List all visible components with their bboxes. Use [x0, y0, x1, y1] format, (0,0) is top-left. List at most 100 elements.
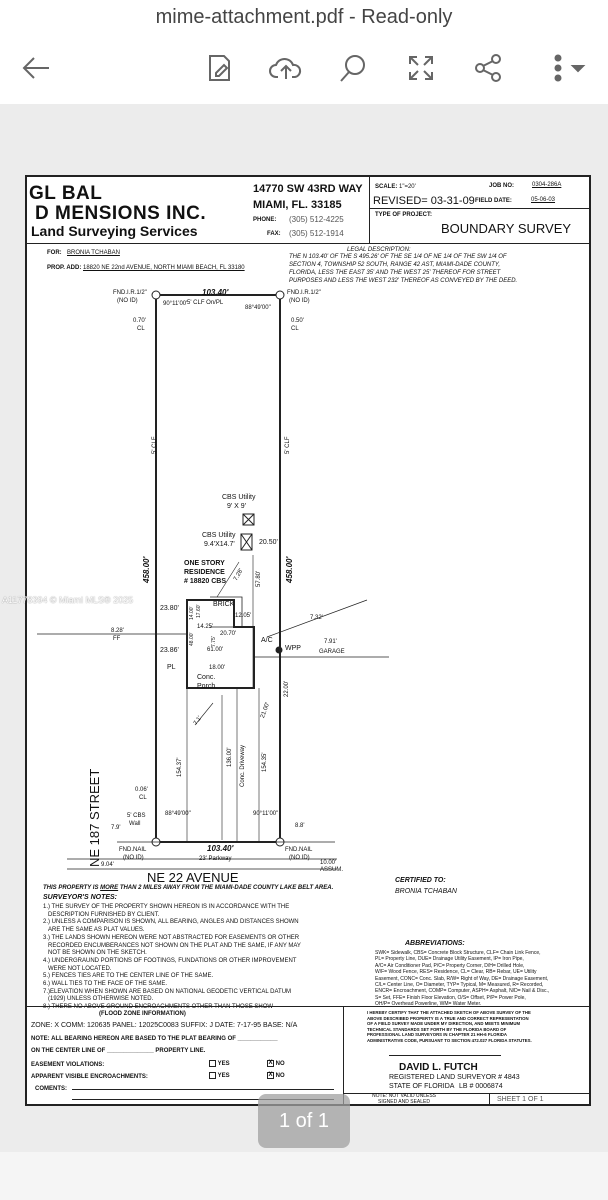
dimension: 14.00': [189, 606, 195, 620]
bottom-bar: [0, 1152, 608, 1200]
utility-size: 9.4'X14.7': [204, 541, 235, 548]
cert-line: OF A FIELD SURVEY MADE UNDER MY DIRECTIO…: [367, 1021, 521, 1026]
offset: 0.50': [291, 318, 304, 324]
notes-title: SURVEYOR'S NOTES:: [43, 894, 118, 901]
cert-line: PROFESSIONAL LAND SURVEYORS IN CHAPTER 2…: [367, 1032, 507, 1037]
note: 4.) UNDERGRAUND PORTIONS OF FOOTINGS, FU…: [43, 957, 297, 964]
address-line1: 14770 SW 43RD WAY: [253, 183, 363, 195]
page-indicator: 1 of 1: [258, 1094, 350, 1148]
utility-size: 9' X 9': [227, 503, 247, 510]
notes-list: 1.) THE SURVEY OF THE PROPERTY SHOWN HER…: [43, 904, 301, 1012]
dimension: 7.9': [111, 825, 121, 831]
utility-label: CBS Utility: [202, 532, 236, 539]
cert-line: ABOVE DESCRIBED PROPERTY IS A TRUE AND C…: [367, 1015, 529, 1021]
porch-label: Conc.: [197, 674, 216, 681]
no-label: NO: [275, 1061, 285, 1068]
surveyor-reg: REGISTERED LAND SURVEYOR # 4843: [389, 1074, 520, 1081]
surveyor-lb: LB # 0006874: [459, 1083, 503, 1090]
yes-label: YES: [217, 1061, 230, 1068]
phone: (305) 512-4225: [289, 215, 344, 224]
dimension: 14.25': [197, 624, 214, 630]
corner-label: (NO ID): [289, 298, 310, 304]
parkway-label: 23' Parkway: [199, 856, 232, 862]
side-dimension: 458.00': [142, 556, 151, 583]
abbr-line: W/F= Wood Fence, RES= Residence, CL= Cle…: [375, 969, 537, 976]
dimension: 7.91': [324, 639, 337, 645]
residence-label: # 18820 CBS: [184, 578, 227, 585]
fullscreen-icon[interactable]: [403, 50, 439, 86]
corner-label: FND.NAIL: [119, 847, 147, 853]
viewer-toolbar: mime-attachment.pdf - Read-only: [0, 0, 608, 104]
cloud-upload-icon[interactable]: [268, 50, 304, 86]
legal-line: THE N 103.40' OF THE S 495.26' OF THE SE…: [289, 254, 507, 260]
project-type-label: TYPE OF PROJECT:: [375, 212, 433, 218]
note: 1.) THE SURVEY OF THE PROPERTY SHOWN HER…: [43, 904, 290, 910]
certification: I HEREBY CERTIFY THAT THE ATTACHED SKETC…: [367, 1010, 532, 1043]
angle: 90°11'00": [163, 301, 189, 307]
note: RECORDED ENCUMBERANCES NOT SHOWN ON THE …: [48, 942, 301, 949]
angle: 88°49'00": [165, 811, 191, 817]
dimension: 20.70': [220, 631, 237, 637]
dimension: 12.05': [235, 613, 252, 619]
encroach-label: APPARENT VISIBLE ENCROACHMENTS:: [31, 1074, 148, 1080]
flood-info: ZONE: X COMM: 120635 PANEL: 12025C0083 S…: [31, 1022, 298, 1029]
certified-to: BRONIA TCHABAN: [395, 888, 457, 895]
corner-label: (NO ID): [123, 855, 144, 861]
ac-label: A/C: [261, 637, 273, 644]
dimension: 23.86': [160, 647, 179, 654]
encroach-yes-checkbox: [209, 1072, 216, 1079]
residence-label: ONE STORY: [184, 560, 225, 567]
dimension: 0.06': [135, 787, 148, 793]
cert-line: ADMINISTRATIVE CODE, PURSUANT TO SECTION…: [367, 1037, 532, 1043]
legal-line: PURPOSES AND LESS THE WEST 232' THEREOF …: [289, 278, 518, 284]
more-icon[interactable]: [540, 50, 590, 86]
flood-title: (FLOOD ZONE INFORMATION): [99, 1011, 186, 1017]
address-line2: MIAMI, FL. 33185: [253, 199, 342, 211]
edit-icon[interactable]: [202, 50, 238, 86]
wall-label: Wall: [129, 821, 141, 827]
dimension: 8.8': [295, 823, 305, 829]
dimension: 10.00': [320, 860, 337, 866]
certified-label: CERTIFIED TO:: [395, 877, 446, 884]
note: 7.)ELEVATION WHEN SHOWN ARE BASED ON NAT…: [43, 988, 292, 995]
job-number: 0304-286A: [532, 182, 562, 188]
abbr-line: ENCR= Encroachment, COMP= Computer, ASPH…: [375, 988, 550, 995]
search-icon[interactable]: [335, 50, 371, 86]
abbr-line: SWK= Sidewalk, CBS= Concrete Block Struc…: [375, 950, 541, 956]
bearing-note: NOTE: ALL BEARING HEREON ARE BASED TO TH…: [31, 1036, 278, 1042]
residence-label: RESIDENCE: [184, 569, 225, 576]
legal-line: FLORIDA, LESS THE EAST 35' AND THE WEST …: [289, 270, 501, 276]
logo-line2: D MENSIONS INC.: [35, 203, 207, 224]
corner-label: FND.I.R.1/2": [287, 290, 321, 296]
property-label: PROP. ADD:: [47, 265, 82, 271]
abbr-line: C/L= Center Line, O= Diameter, TYP= Typi…: [375, 982, 544, 989]
scale-label: SCALE:: [375, 184, 398, 190]
brick-label: BRICK: [213, 601, 235, 608]
logo-line3: Land Surveying Services: [31, 223, 198, 239]
encroach-no-checkbox: X: [267, 1072, 274, 1079]
scale: 1"=20': [399, 184, 416, 190]
easement-no-checkbox: X: [267, 1060, 274, 1067]
corner-label: (NO ID): [289, 855, 310, 861]
dimension: 23.80': [160, 605, 179, 612]
sheet-number: SHEET 1 OF 1: [497, 1096, 544, 1103]
dimension: 8.28': [111, 628, 124, 634]
job-label: JOB NO:: [489, 183, 515, 189]
ff-label: FF: [113, 636, 121, 642]
wall-label: 5' CBS: [127, 813, 146, 819]
share-icon[interactable]: [470, 50, 506, 86]
field-date-label: FIELD DATE:: [475, 198, 512, 204]
assum-label: ASSUM.: [320, 867, 344, 873]
not-valid-line: SIGNED AND SEALED: [378, 1098, 430, 1105]
cert-line: I HEREBY CERTIFY THAT THE ATTACHED SKETC…: [367, 1010, 531, 1015]
utility-label: CBS Utility: [222, 494, 256, 501]
dimension: 9.04': [101, 862, 114, 868]
top-dimension: 103.40': [202, 288, 229, 297]
client-name: BRONIA TCHABAN: [67, 250, 120, 256]
driveway-label: Conc. Driveway: [240, 744, 246, 787]
garage-label: GARAGE: [319, 649, 345, 655]
note: DESCRIPTION FURNISHED BY CLIENT.: [48, 911, 160, 918]
back-arrow-icon[interactable]: [18, 50, 54, 86]
dimension: 17.60': [196, 604, 202, 618]
